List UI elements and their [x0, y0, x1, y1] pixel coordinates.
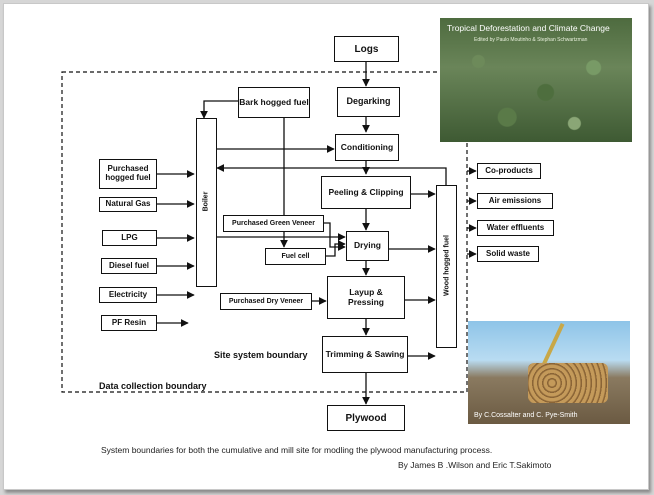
trimming-sawing-box: Trimming & Sawing	[322, 336, 408, 373]
water-effluents-box: Water effluents	[477, 220, 554, 236]
figure-credit: By James B .Wilson and Eric T.Sakimoto	[398, 460, 552, 470]
logs-box: Logs	[334, 36, 399, 62]
forest-photo: Tropical Deforestation and Climate Chang…	[440, 18, 632, 142]
forest-photo-subtitle: Edited by Paulo Moutinho & Stephan Schwa…	[474, 37, 588, 43]
boiler-box	[196, 118, 217, 287]
lpg-box: LPG	[102, 230, 157, 246]
flow-connectors	[61, 62, 477, 405]
forest-photo-title: Tropical Deforestation and Climate Chang…	[447, 23, 610, 33]
data-collection-boundary-frame	[61, 71, 468, 393]
conditioning-box: Conditioning	[335, 134, 399, 161]
site-system-boundary-label: Site system boundary	[214, 350, 308, 360]
plywood-box: Plywood	[327, 405, 405, 431]
purchased-dry-veneer-box: Purchased Dry Veneer	[220, 293, 312, 310]
bark-hogged-fuel-box: Bark hogged fuel	[238, 87, 310, 118]
purchased-green-veneer-box: Purchased Green Veneer	[223, 215, 324, 232]
layup-pressing-box: Layup & Pressing	[327, 276, 405, 319]
data-collection-boundary-label: Data collection boundary	[99, 381, 207, 391]
diesel-fuel-box: Diesel fuel	[101, 258, 157, 274]
purchased-hogged-fuel-box: Purchased hogged fuel	[99, 159, 157, 189]
logs-photo: By C.Cossalter and C. Pye-Smith	[468, 321, 630, 424]
solid-waste-box: Solid waste	[477, 246, 539, 262]
figure-caption: System boundaries for both the cumulativ…	[101, 445, 493, 455]
drying-box: Drying	[346, 231, 389, 261]
co-products-box: Co-products	[477, 163, 541, 179]
debarking-box: Degarking	[337, 87, 400, 117]
peeling-clipping-box: Peeling & Clipping	[321, 176, 411, 209]
air-emissions-box: Air emissions	[477, 193, 553, 209]
log-pile	[528, 363, 608, 403]
wood-hogged-fuel-box	[436, 185, 457, 348]
electricity-box: Electricity	[99, 287, 157, 303]
logs-photo-credit: By C.Cossalter and C. Pye-Smith	[474, 412, 578, 419]
boiler-label: Boiler	[202, 191, 210, 212]
wood-hogged-fuel-label: Wood hogged fuel	[443, 235, 451, 296]
pf-resin-box: PF Resin	[101, 315, 157, 331]
natural-gas-box: Natural Gas	[99, 197, 157, 212]
fuel-cell-box: Fuel cell	[265, 248, 326, 265]
slide: Tropical Deforestation and Climate Chang…	[3, 3, 649, 490]
